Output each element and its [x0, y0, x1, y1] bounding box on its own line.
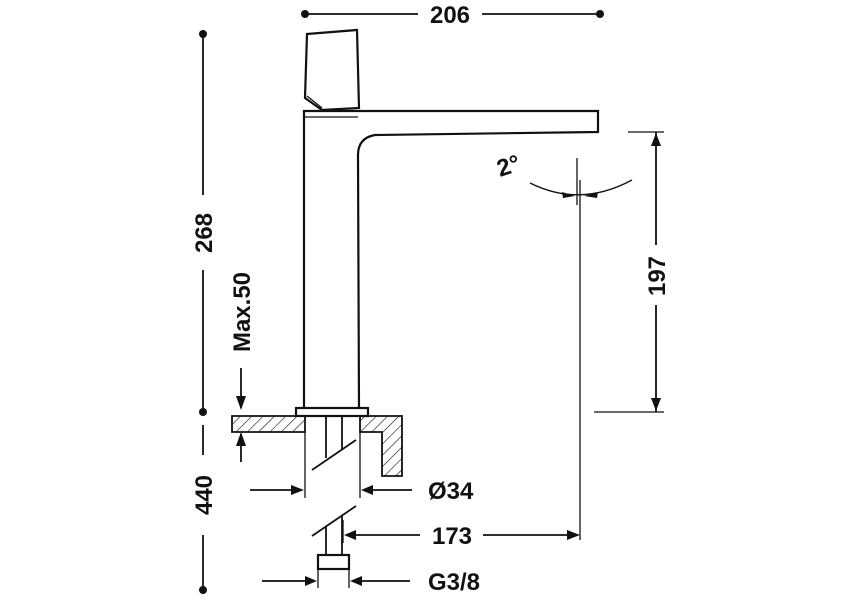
dimension-overall-height: 268 — [191, 30, 218, 416]
connection-label: G3/8 — [428, 569, 480, 596]
stream-centerline: 2° — [494, 150, 633, 540]
overall-width-label: 206 — [430, 2, 470, 29]
dimension-spout-reach: 173 — [342, 520, 580, 550]
dimension-tail-length: 440 — [191, 425, 218, 594]
faucet-base — [294, 406, 370, 418]
countertop-right — [359, 415, 403, 477]
faucet-handle — [303, 28, 361, 112]
max-deck-label: Max.50 — [229, 272, 256, 352]
spout-height-label: 197 — [644, 256, 671, 296]
dimension-hole-diameter: Ø34 — [250, 432, 474, 505]
spout-reach-label: 173 — [432, 523, 472, 550]
hole-diameter-label: Ø34 — [428, 478, 474, 505]
tail-length-label: 440 — [191, 475, 218, 515]
dimension-max-deck: Max.50 — [229, 272, 256, 462]
dimension-connection: G3/8 — [262, 569, 480, 596]
faucet-body — [294, 28, 600, 418]
dimension-overall-width: 206 — [301, 2, 604, 29]
overall-height-label: 268 — [191, 213, 218, 253]
countertop-left — [231, 415, 306, 433]
faucet-spout — [302, 109, 600, 412]
tilt-angle-label: 2° — [494, 150, 524, 183]
dimension-spout-height: 197 — [594, 131, 671, 413]
tail-pipe — [311, 416, 357, 571]
connector-nut — [316, 553, 351, 571]
angle-arc — [529, 179, 633, 196]
